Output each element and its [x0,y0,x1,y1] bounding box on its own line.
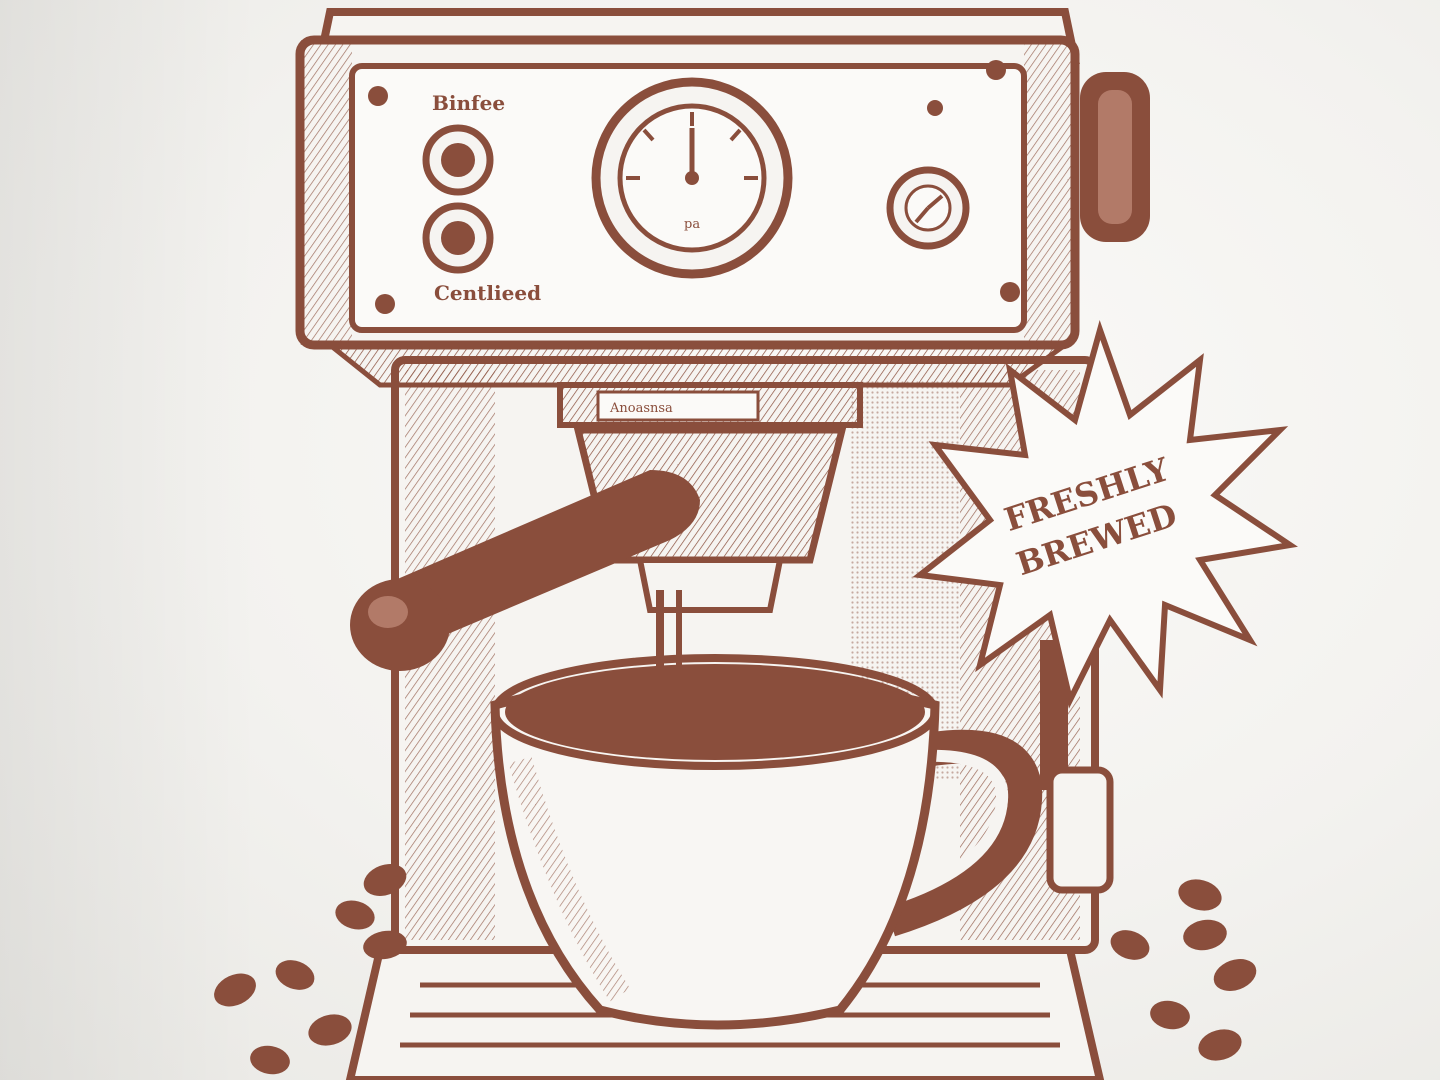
side-knob [1080,72,1150,242]
panel-label-top: Binfee [432,91,505,115]
coffee-stream [656,590,682,700]
group-head-label: Anoasnsa [609,401,673,416]
panel-label-bottom: Centlieed [434,281,541,305]
gauge-unit-label: pa [684,217,700,232]
machine-head [295,8,1080,388]
coffee-beans [214,864,1257,1075]
steam-wand [1040,640,1114,894]
coffee-cup [490,654,1043,1030]
freshly-brewed-badge: FRESHLY BREWED [912,320,1298,709]
control-buttons [422,124,494,274]
portafilter-handle [350,470,700,671]
temperature-dial [886,166,970,250]
fabric-fold-shadow [0,0,260,1080]
pressure-gauge: pa [591,77,793,279]
